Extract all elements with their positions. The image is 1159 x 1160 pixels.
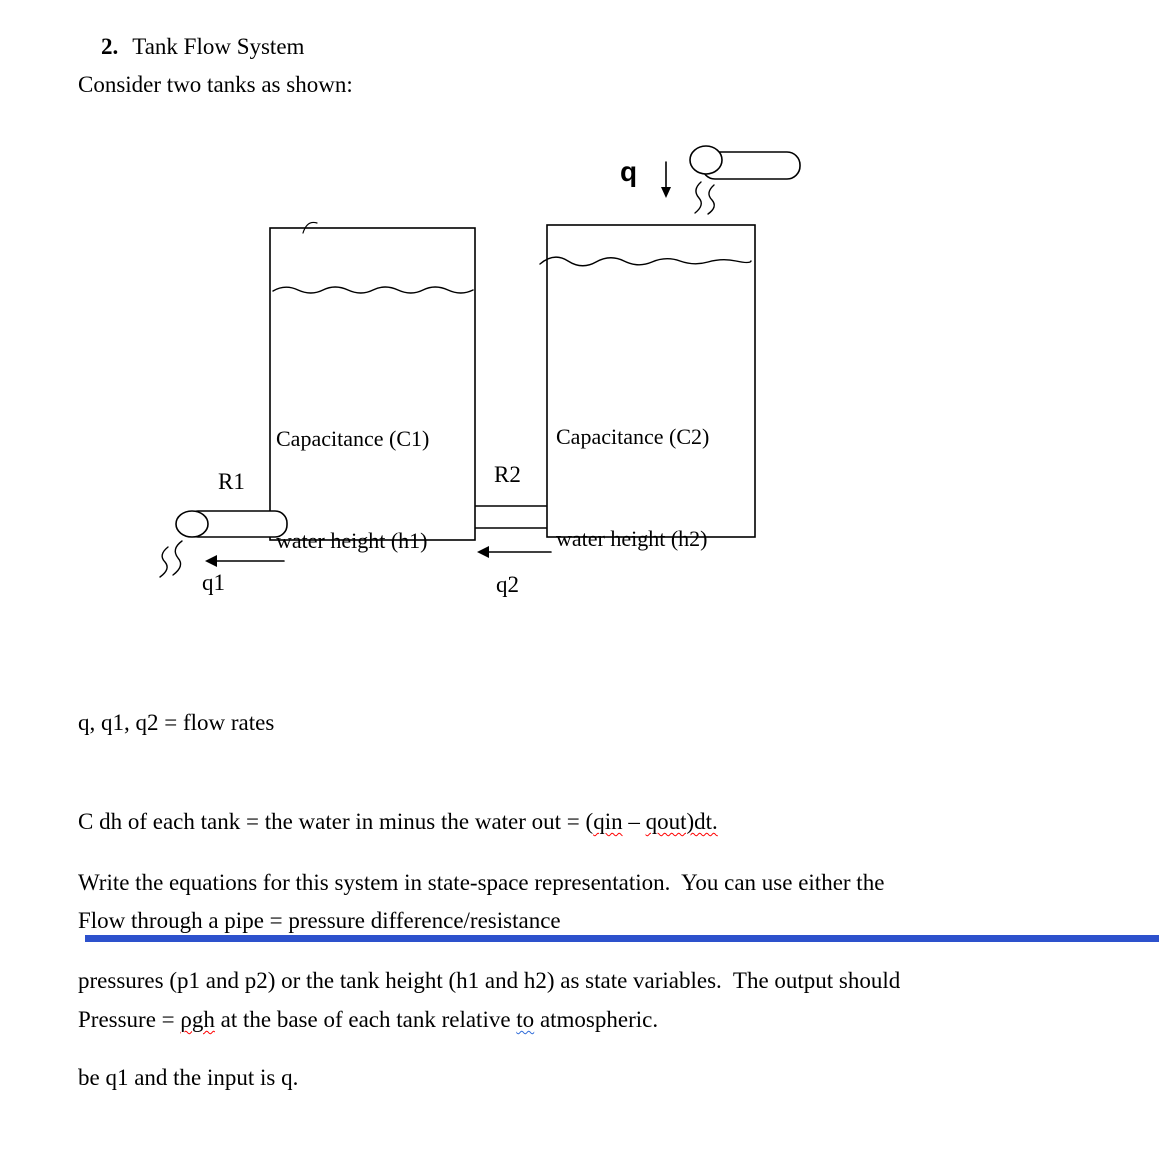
tank2-height-label: water height (h2) xyxy=(556,526,708,551)
note-pipe-flow: Flow through a pipe = pressure differenc… xyxy=(78,908,561,933)
note2-seg3: – xyxy=(622,809,646,834)
outflow-pipe xyxy=(175,510,288,538)
q2-flow-arrow xyxy=(477,546,552,558)
r2-resistance-label: R2 xyxy=(494,462,521,487)
q-flow-label: q xyxy=(620,156,638,187)
tank1-water-line xyxy=(272,286,474,294)
inflow-splash-marks xyxy=(694,181,715,215)
section-title: Tank Flow System xyxy=(132,34,305,59)
intro-text: Consider two tanks as shown: xyxy=(78,72,353,97)
q1-flow-label: q1 xyxy=(202,570,225,595)
note2-qin-misspelled: qin xyxy=(593,809,623,834)
q-down-arrow xyxy=(661,161,671,198)
note-capacitance-equation: C dh of each tank = the water in minus t… xyxy=(78,805,718,838)
pen-mark xyxy=(302,221,318,234)
task-line-1: Write the equations for this system in s… xyxy=(78,870,885,895)
connector-pipe xyxy=(475,505,547,529)
tank1-height-label: water height (h1) xyxy=(276,528,428,553)
tank2-capacitance-label: Capacitance (C2) xyxy=(556,424,710,449)
section-number: 2. xyxy=(101,34,119,59)
task-paragraph: Write the equations for this system in s… xyxy=(78,802,900,1160)
q2-flow-label: q2 xyxy=(496,572,519,597)
bottom-window-edge xyxy=(85,935,1159,942)
note2-qout-misspelled: qout)dt. xyxy=(645,809,718,834)
document-page: 2. Tank Flow System Consider two tanks as… xyxy=(78,8,1159,1090)
note2-seg1: C dh of each tank = the water in minus t… xyxy=(78,809,594,834)
q1-flow-arrow xyxy=(205,555,285,567)
tank1-outline xyxy=(269,227,476,541)
task-line-3: be q1 and the input is q. xyxy=(78,1065,299,1090)
inflow-pipe xyxy=(689,145,801,180)
note-flow-rates: q, q1, q2 = flow rates xyxy=(78,710,275,735)
tank1-capacitance-label: Capacitance (C1) xyxy=(276,426,430,451)
task-line-2: pressures (p1 and p2) or the tank height… xyxy=(78,967,901,993)
tank1-label: Capacitance (C1) water height (h1) xyxy=(276,354,429,626)
tank2-label: Capacitance (C2) water height (h2) xyxy=(556,352,709,624)
r1-resistance-label: R1 xyxy=(218,469,245,494)
tank-diagram xyxy=(159,145,801,578)
outflow-splash-marks xyxy=(159,540,183,578)
tank2-water-line xyxy=(539,256,752,267)
section-heading: 2. Tank Flow System xyxy=(78,8,304,86)
tank2-outline xyxy=(546,224,756,538)
